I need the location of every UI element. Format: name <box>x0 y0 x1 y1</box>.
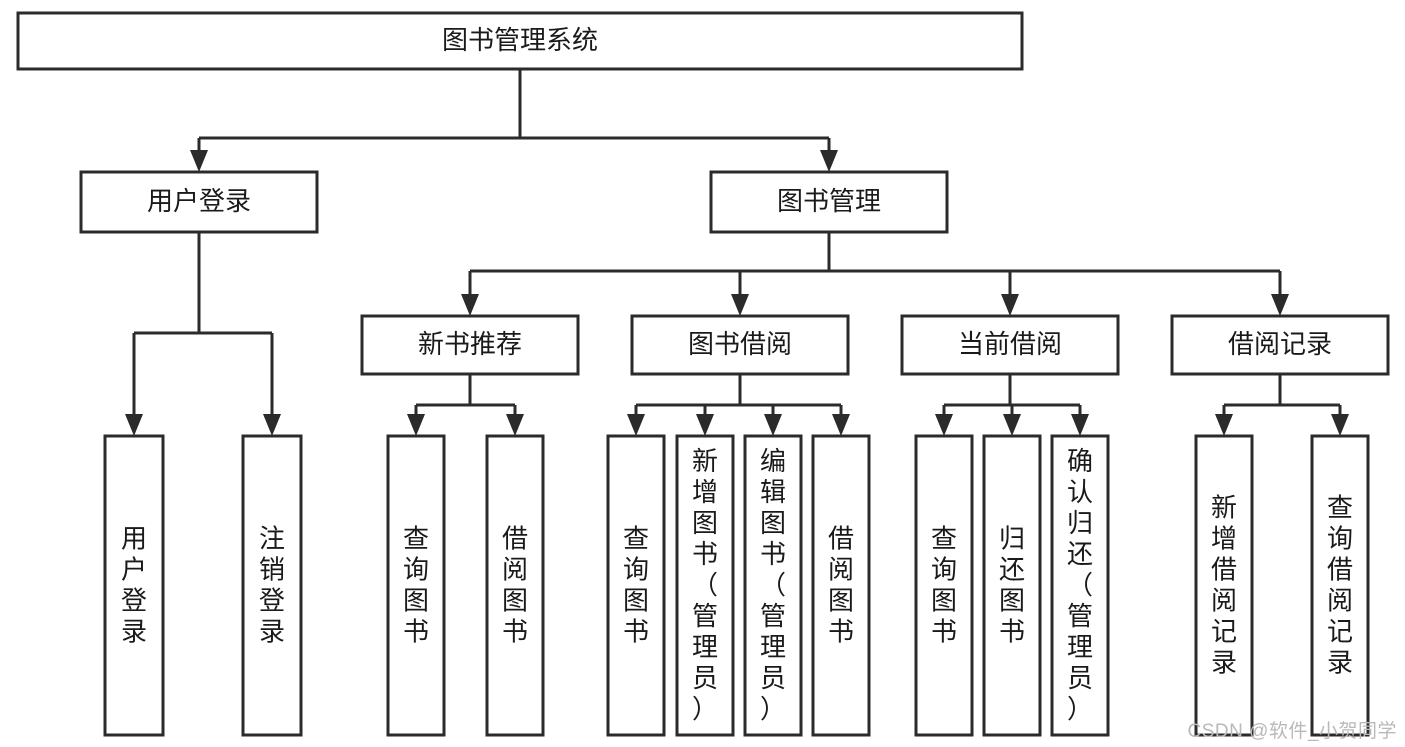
node-box-current-borrow <box>900 314 1120 376</box>
node-box-recommend-borrow-book <box>485 434 545 737</box>
node-box-borrow-borrow-book <box>811 434 871 737</box>
node-label-root: 图书管理系统 <box>442 25 598 55</box>
node-label-user-logout-leaf: 注销登录 <box>259 524 285 647</box>
arrow-head-new-book-recommend-to-recommend-query-book <box>407 414 425 436</box>
arrow-head-root-to-user-login <box>190 150 208 172</box>
arrow-head-borrow-records-to-query-borrow-record <box>1331 414 1349 436</box>
arrow-head-root-to-book-manage <box>820 150 838 172</box>
node-label-borrow-edit-book: 编辑图书（管理员） <box>760 446 786 724</box>
node-label-borrow-add-book: 新增图书（管理员） <box>692 446 718 724</box>
node-label-user-login: 用户登录 <box>147 186 251 216</box>
node-box-new-book-recommend <box>360 314 580 376</box>
node-current-confirm-return[interactable]: 确认归还（管理员） <box>1050 434 1110 737</box>
node-box-borrow-add-book <box>675 434 735 737</box>
arrow-head-borrow-records-to-add-borrow-record <box>1215 414 1233 436</box>
arrow-head-book-manage-to-new-book-recommend <box>461 294 479 316</box>
node-label-book-manage: 图书管理 <box>777 186 881 216</box>
node-label-borrow-records: 借阅记录 <box>1228 329 1332 359</box>
node-layer: 图书管理系统用户登录用户登录注销登录图书管理新书推荐查询图书借阅图书图书借阅查询… <box>16 11 1390 737</box>
node-user-logout-leaf[interactable]: 注销登录 <box>241 434 303 737</box>
node-box-current-confirm-return <box>1050 434 1110 737</box>
node-box-borrow-records <box>1170 314 1390 376</box>
node-box-user-logout-leaf <box>241 434 303 737</box>
node-current-query-book[interactable]: 查询图书 <box>914 434 974 737</box>
node-label-borrow-borrow-book: 借阅图书 <box>828 524 854 647</box>
arrow-head-book-manage-to-book-borrow <box>731 294 749 316</box>
node-current-borrow[interactable]: 当前借阅 <box>900 314 1120 376</box>
node-label-current-borrow: 当前借阅 <box>958 329 1062 359</box>
node-label-borrow-query-book: 查询图书 <box>623 524 649 647</box>
node-recommend-query-book[interactable]: 查询图书 <box>386 434 446 737</box>
arrow-head-new-book-recommend-to-recommend-borrow-book <box>506 414 524 436</box>
arrow-head-book-manage-to-borrow-records <box>1271 294 1289 316</box>
node-label-current-query-book: 查询图书 <box>931 524 957 647</box>
arrow-head-current-borrow-to-current-query-book <box>935 414 953 436</box>
node-box-add-borrow-record <box>1194 434 1254 737</box>
node-label-recommend-query-book: 查询图书 <box>403 524 429 647</box>
node-book-manage[interactable]: 图书管理 <box>709 170 949 234</box>
node-box-user-login-leaf <box>103 434 165 737</box>
arrow-head-current-borrow-to-current-confirm-return <box>1071 414 1089 436</box>
node-borrow-edit-book[interactable]: 编辑图书（管理员） <box>743 434 803 737</box>
node-borrow-records[interactable]: 借阅记录 <box>1170 314 1390 376</box>
arrow-head-current-borrow-to-current-return-book <box>1003 414 1021 436</box>
node-box-query-borrow-record <box>1310 434 1370 737</box>
node-label-add-borrow-record: 新增借阅记录 <box>1211 493 1237 678</box>
node-label-current-confirm-return: 确认归还（管理员） <box>1067 446 1093 724</box>
arrow-head-user-login-to-user-login-leaf <box>125 414 143 436</box>
node-recommend-borrow-book[interactable]: 借阅图书 <box>485 434 545 737</box>
arrow-head-book-borrow-to-borrow-query-book <box>627 414 645 436</box>
node-label-user-login-leaf: 用户登录 <box>121 524 147 647</box>
arrow-head-book-manage-to-current-borrow <box>1001 294 1019 316</box>
connector-layer <box>125 69 1349 436</box>
node-label-book-borrow: 图书借阅 <box>688 329 792 359</box>
node-box-current-return-book <box>982 434 1042 737</box>
arrow-head-book-borrow-to-borrow-borrow-book <box>832 414 850 436</box>
arrow-head-book-borrow-to-borrow-edit-book <box>764 414 782 436</box>
node-box-recommend-query-book <box>386 434 446 737</box>
node-query-borrow-record[interactable]: 查询借阅记录 <box>1310 434 1370 737</box>
node-label-recommend-borrow-book: 借阅图书 <box>502 524 528 647</box>
node-box-current-query-book <box>914 434 974 737</box>
node-label-query-borrow-record: 查询借阅记录 <box>1327 493 1353 678</box>
node-label-new-book-recommend: 新书推荐 <box>418 329 522 359</box>
node-book-borrow[interactable]: 图书借阅 <box>630 314 850 376</box>
node-label-current-return-book: 归还图书 <box>999 524 1025 647</box>
node-new-book-recommend[interactable]: 新书推荐 <box>360 314 580 376</box>
node-root[interactable]: 图书管理系统 <box>16 11 1024 71</box>
node-box-root <box>16 11 1024 71</box>
node-borrow-query-book[interactable]: 查询图书 <box>606 434 666 737</box>
arrow-head-user-login-to-user-logout-leaf <box>263 414 281 436</box>
node-borrow-borrow-book[interactable]: 借阅图书 <box>811 434 871 737</box>
node-current-return-book[interactable]: 归还图书 <box>982 434 1042 737</box>
node-box-user-login <box>79 170 319 234</box>
node-box-borrow-query-book <box>606 434 666 737</box>
node-user-login-leaf[interactable]: 用户登录 <box>103 434 165 737</box>
node-box-borrow-edit-book <box>743 434 803 737</box>
node-borrow-add-book[interactable]: 新增图书（管理员） <box>675 434 735 737</box>
arrow-head-book-borrow-to-borrow-add-book <box>696 414 714 436</box>
node-add-borrow-record[interactable]: 新增借阅记录 <box>1194 434 1254 737</box>
node-box-book-manage <box>709 170 949 234</box>
node-box-book-borrow <box>630 314 850 376</box>
node-user-login[interactable]: 用户登录 <box>79 170 319 234</box>
